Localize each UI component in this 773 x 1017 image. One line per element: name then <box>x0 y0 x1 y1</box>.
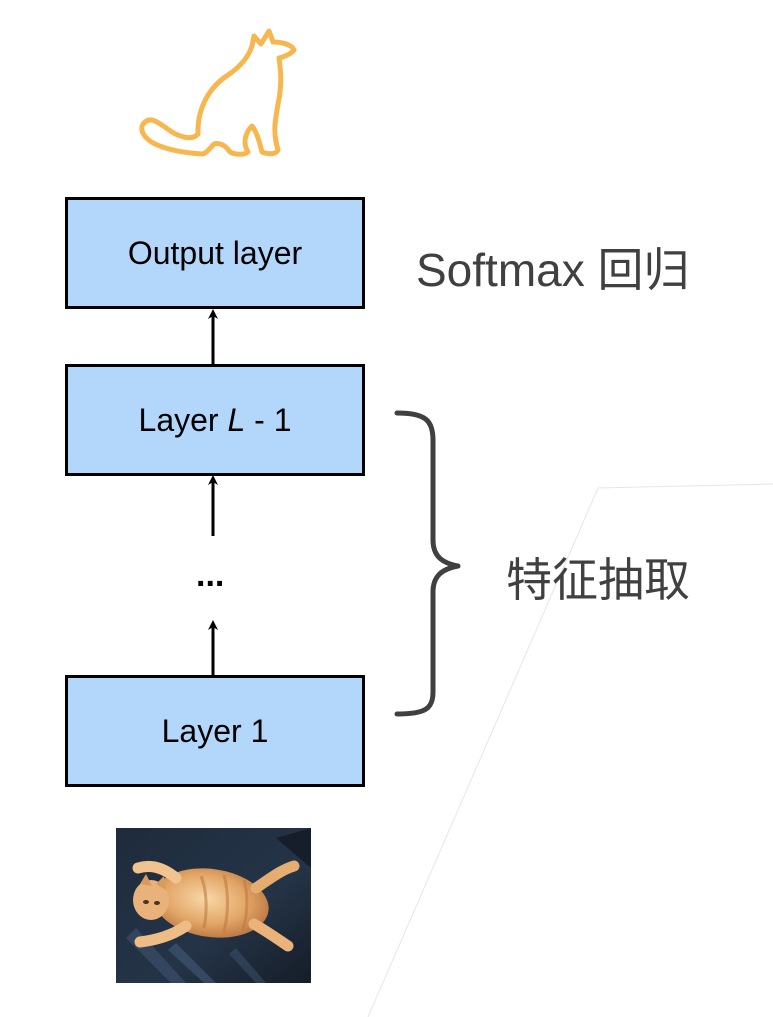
ellipsis: ... <box>196 556 225 594</box>
output-layer-box: Output layer <box>65 197 365 309</box>
cat-photo <box>116 828 311 983</box>
output-layer-label: Output layer <box>127 234 303 271</box>
layer-1-label: Layer 1 <box>161 712 269 749</box>
layer-l-minus-1-box: Layer L - 1 <box>65 364 365 476</box>
softmax-regression-label: Softmax 回归 <box>416 244 690 296</box>
feature-extraction-label: 特征抽取 <box>506 554 690 606</box>
layer-l-minus-1-label: Layer L - 1 <box>138 401 292 438</box>
layer-1-box: Layer 1 <box>65 675 365 787</box>
